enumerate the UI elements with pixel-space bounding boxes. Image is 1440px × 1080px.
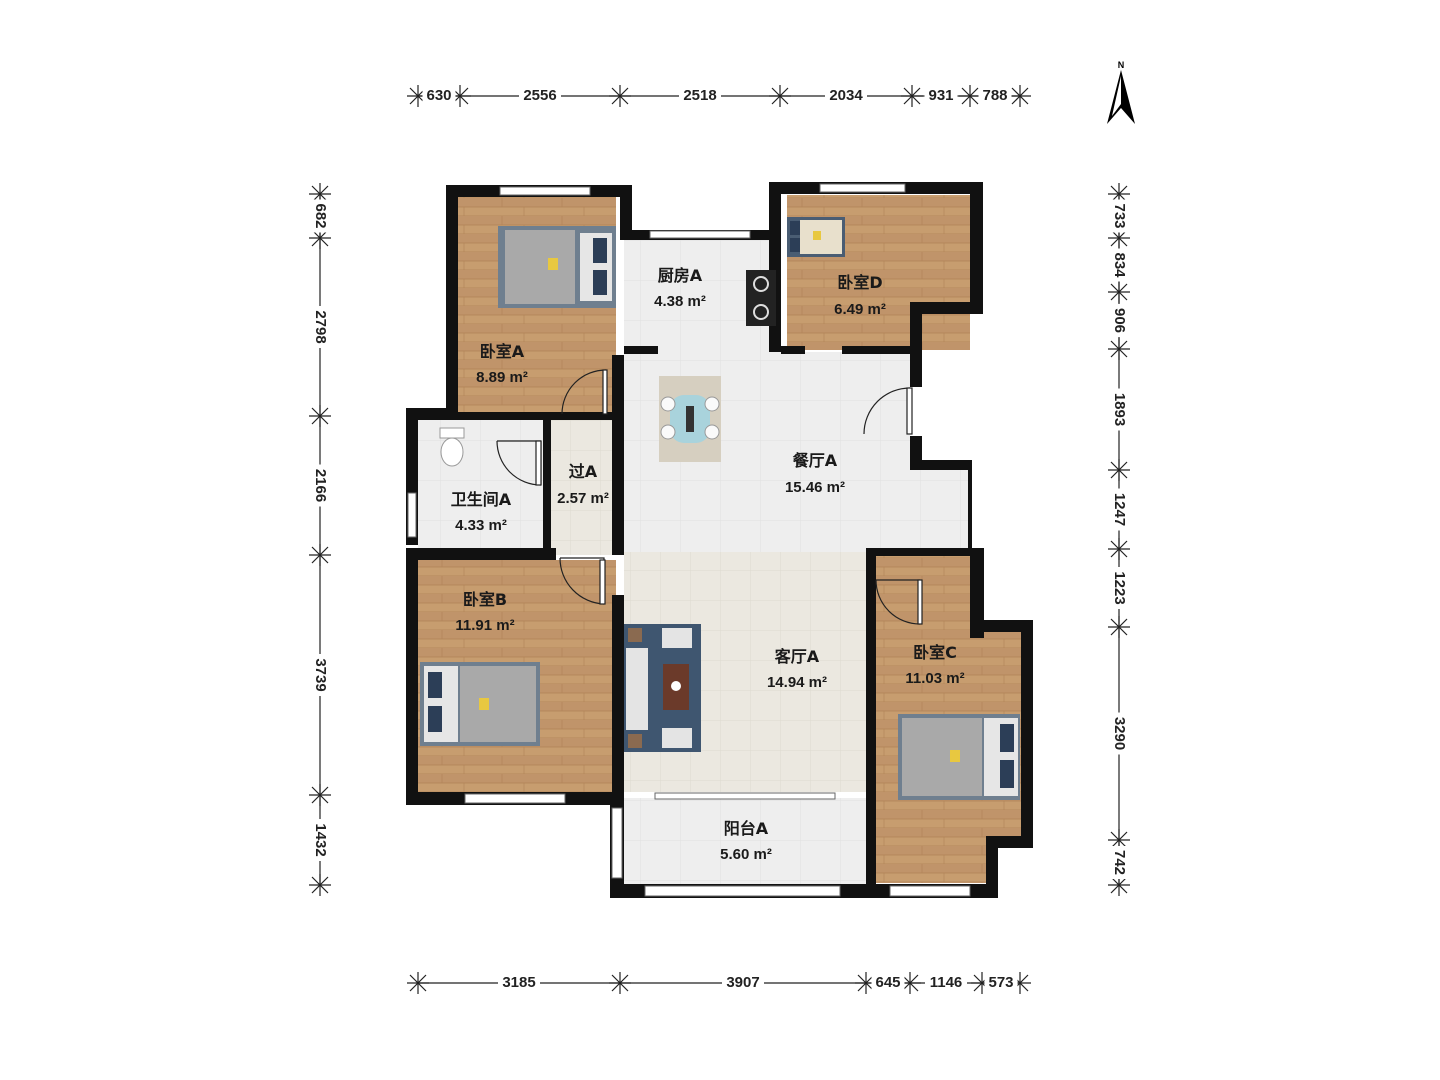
bed-icon (898, 714, 1020, 800)
dimension-tick (609, 972, 631, 994)
dimension-label: 3185 (502, 974, 535, 991)
windows (407, 183, 971, 897)
dimension-tick (609, 85, 631, 107)
room-name-bedroom-c: 卧室C (913, 643, 957, 662)
dimension-label: 788 (982, 87, 1007, 104)
dimension-tick (407, 972, 429, 994)
window-bedroom-c (889, 885, 971, 897)
window-bedroom-d (819, 183, 906, 193)
north-arrow-icon: N (1107, 60, 1135, 124)
dimension-tick (309, 784, 331, 806)
dimension-label: 3907 (726, 974, 759, 991)
dimension-tick (959, 85, 981, 107)
dimension-tick (1108, 616, 1130, 638)
dimension-tick (1108, 874, 1130, 896)
dimension-label: 682 (312, 203, 329, 228)
dimension-label: 906 (1111, 308, 1128, 333)
window-bedroom-a (499, 186, 591, 196)
dimension-label: 2518 (683, 87, 716, 104)
dimension-label: 1247 (1111, 493, 1128, 526)
furniture (420, 217, 1020, 800)
room-area-bathroom-a: 4.33 m² (455, 517, 507, 534)
sofa-icon (624, 624, 701, 752)
dimension-label: 2798 (312, 310, 329, 343)
dimension-label: 733 (1111, 203, 1128, 228)
dimension-label: 834 (1111, 252, 1128, 278)
room-area-hall-a: 2.57 m² (557, 490, 609, 507)
room-name-kitchen-a: 厨房A (658, 266, 703, 285)
dimension-tick (1108, 338, 1130, 360)
dimension-label: 931 (928, 87, 953, 104)
room-name-hall-a: 过A (569, 462, 598, 481)
dimension-tick (1108, 459, 1130, 481)
floor-balcony-a (624, 798, 868, 884)
window-bathroom (407, 492, 417, 538)
bed-icon (498, 226, 616, 308)
dimension-label: 3739 (312, 658, 329, 691)
floor-bedroom-c (876, 556, 971, 636)
bed-icon (787, 217, 845, 257)
window-bedroom-b (464, 793, 566, 804)
dimension-label: 3290 (1111, 717, 1128, 750)
dimension-tick (1009, 85, 1031, 107)
bed-icon (420, 662, 540, 746)
room-area-living-a: 14.94 m² (767, 674, 827, 691)
room-name-balcony-a: 阳台A (724, 819, 769, 838)
toilet-icon (439, 427, 465, 467)
room-area-bedroom-c: 11.03 m² (905, 670, 964, 687)
dimension-label: 1223 (1111, 571, 1128, 604)
dimension-lines: 630 2556 2518 2034 931 788 3185 3907 645 1146 573 6… (309, 85, 1130, 994)
dimension-label: 2556 (523, 87, 556, 104)
room-name-bedroom-a: 卧室A (480, 342, 525, 361)
doors (496, 369, 923, 625)
dimension-label: 1432 (312, 823, 329, 856)
window-living (654, 792, 836, 800)
dimension-tick (901, 85, 923, 107)
dimension-label: 645 (875, 974, 900, 991)
dimension-tick (1108, 538, 1130, 560)
dimension-tick (1108, 281, 1130, 303)
room-area-dining-a: 15.46 m² (785, 479, 845, 496)
dimension-label: 2166 (312, 469, 329, 502)
floor-bathroom-a (418, 420, 543, 555)
dimension-label: 2034 (829, 87, 863, 104)
dimension-tick (309, 544, 331, 566)
dimension-label: 1893 (1111, 393, 1128, 426)
window-balcony (644, 885, 841, 897)
room-area-bedroom-d: 6.49 m² (834, 301, 886, 318)
dining-table-icon (659, 376, 721, 462)
room-area-bedroom-a: 8.89 m² (476, 369, 528, 386)
dimension-tick (1108, 829, 1130, 851)
room-area-bedroom-b: 11.91 m² (455, 617, 514, 634)
dimension-label: 573 (988, 974, 1013, 991)
compass-label: N (1118, 60, 1125, 70)
window-balcony-side (611, 807, 623, 879)
room-area-kitchen-a: 4.38 m² (654, 293, 706, 310)
room-name-living-a: 客厅A (775, 647, 820, 666)
stove-icon (746, 270, 776, 326)
room-name-bedroom-d: 卧室D (837, 273, 882, 292)
dimension-label: 742 (1111, 850, 1128, 875)
floor-hall-a (549, 420, 623, 555)
room-area-balcony-a: 5.60 m² (720, 846, 772, 863)
dimension-label: 1146 (930, 974, 963, 991)
room-name-dining-a: 餐厅A (792, 451, 838, 470)
room-name-bedroom-b: 卧室B (463, 590, 507, 609)
room-labels: 卧室A 8.89 m² 厨房A 4.38 m² 卧室D 6.49 m² 餐厅A … (451, 266, 965, 863)
door-bedroom-c (875, 579, 921, 625)
dimension-label: 630 (426, 87, 451, 104)
dimension-tick (309, 874, 331, 896)
window-kitchen (649, 230, 751, 239)
dimension-tick (769, 85, 791, 107)
dimension-tick (309, 405, 331, 427)
room-name-bathroom-a: 卫生间A (451, 490, 512, 509)
